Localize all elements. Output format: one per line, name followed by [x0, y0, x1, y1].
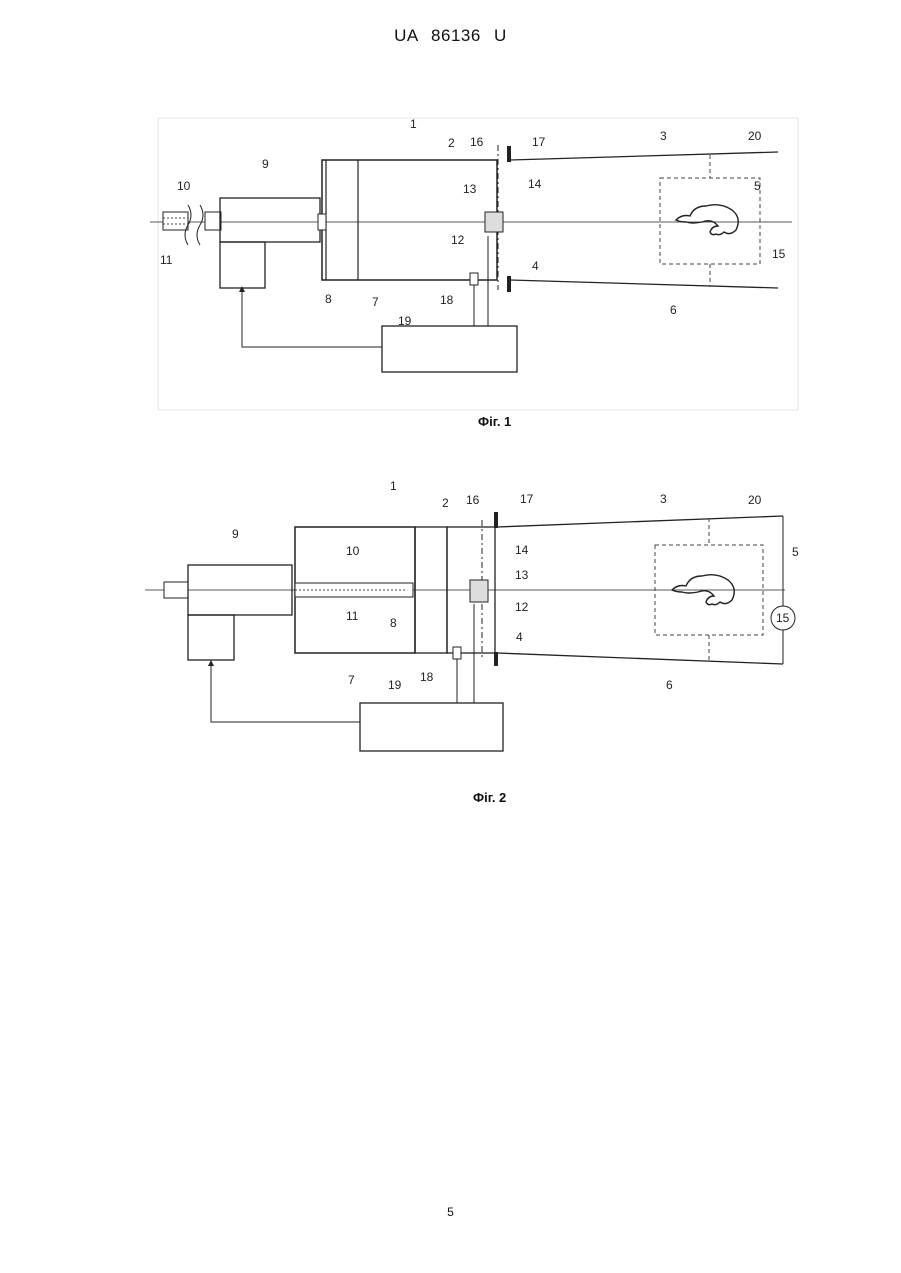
label-1: 1: [410, 117, 417, 131]
label-17: 17: [520, 492, 534, 506]
label-4: 4: [516, 630, 523, 644]
figure-2-diagram: 1 2 3 4 5 6 7 8 9 10 11 12 13 14 15 16 1…: [0, 470, 901, 770]
label-10: 10: [346, 544, 360, 558]
scan-frame: [158, 118, 798, 410]
sensor-18: [453, 647, 461, 659]
clamp-bottom: [507, 276, 511, 292]
figure-1-diagram: 1 2 3 4 5 6 7 8 9 10 11 12 13 14 15 16 1…: [0, 100, 901, 420]
clamp-17: [494, 512, 498, 528]
label-14: 14: [515, 543, 529, 557]
nozzle-13: [485, 212, 503, 232]
label-12: 12: [515, 600, 529, 614]
label-15: 15: [776, 611, 790, 625]
label-5: 5: [754, 179, 761, 193]
label-9: 9: [262, 157, 269, 171]
chamber-1: [322, 160, 497, 280]
label-17: 17: [532, 135, 546, 149]
tube-bottom: [510, 280, 778, 288]
label-6: 6: [670, 303, 677, 317]
pipe-10: [164, 582, 188, 598]
pipe-10: [163, 212, 188, 230]
tube-top: [497, 516, 783, 527]
feedback-line: [242, 290, 382, 347]
control-unit-19: [360, 703, 503, 751]
valve: [318, 214, 326, 230]
drive-unit: [188, 615, 234, 660]
tube-top: [510, 152, 778, 160]
label-16: 16: [470, 135, 484, 149]
label-16: 16: [466, 493, 480, 507]
clamp-bottom: [494, 652, 498, 666]
label-20: 20: [748, 129, 762, 143]
label-10: 10: [177, 179, 191, 193]
pipe-10b: [205, 212, 221, 230]
label-14: 14: [528, 177, 542, 191]
label-11: 11: [346, 609, 359, 623]
page-number: 5: [0, 1205, 901, 1219]
label-18: 18: [440, 293, 454, 307]
label-2: 2: [448, 136, 455, 150]
figure-2-caption: Фіг. 2: [473, 790, 506, 805]
label-13: 13: [515, 568, 529, 582]
label-19: 19: [398, 314, 412, 328]
figure-1-caption: Фіг. 1: [478, 414, 511, 429]
nozzle-13: [470, 580, 488, 602]
label-11: 11: [160, 253, 173, 267]
label-15: 15: [772, 247, 786, 261]
rat-5-icon: [676, 205, 738, 235]
label-4: 4: [532, 259, 539, 273]
label-7: 7: [372, 295, 379, 309]
control-unit-19: [382, 326, 517, 372]
arrow-head: [239, 286, 245, 292]
label-6: 6: [666, 678, 673, 692]
label-3: 3: [660, 492, 667, 506]
label-1: 1: [390, 479, 397, 493]
label-20: 20: [748, 493, 762, 507]
label-9: 9: [232, 527, 239, 541]
arrow-head: [208, 660, 214, 666]
tube-bottom: [497, 653, 783, 664]
label-12: 12: [451, 233, 465, 247]
label-19: 19: [388, 678, 402, 692]
feedback-line: [211, 664, 360, 722]
label-18: 18: [420, 670, 434, 684]
label-8: 8: [390, 616, 397, 630]
drive-unit: [220, 242, 265, 288]
label-5: 5: [792, 545, 799, 559]
label-2: 2: [442, 496, 449, 510]
compressor-9: [220, 198, 320, 242]
label-8: 8: [325, 292, 332, 306]
label-7: 7: [348, 673, 355, 687]
patent-header: UA 86136 U: [0, 26, 901, 46]
label-3: 3: [660, 129, 667, 143]
break-mark: [197, 205, 203, 245]
label-13: 13: [463, 182, 477, 196]
sensor-18: [470, 273, 478, 285]
